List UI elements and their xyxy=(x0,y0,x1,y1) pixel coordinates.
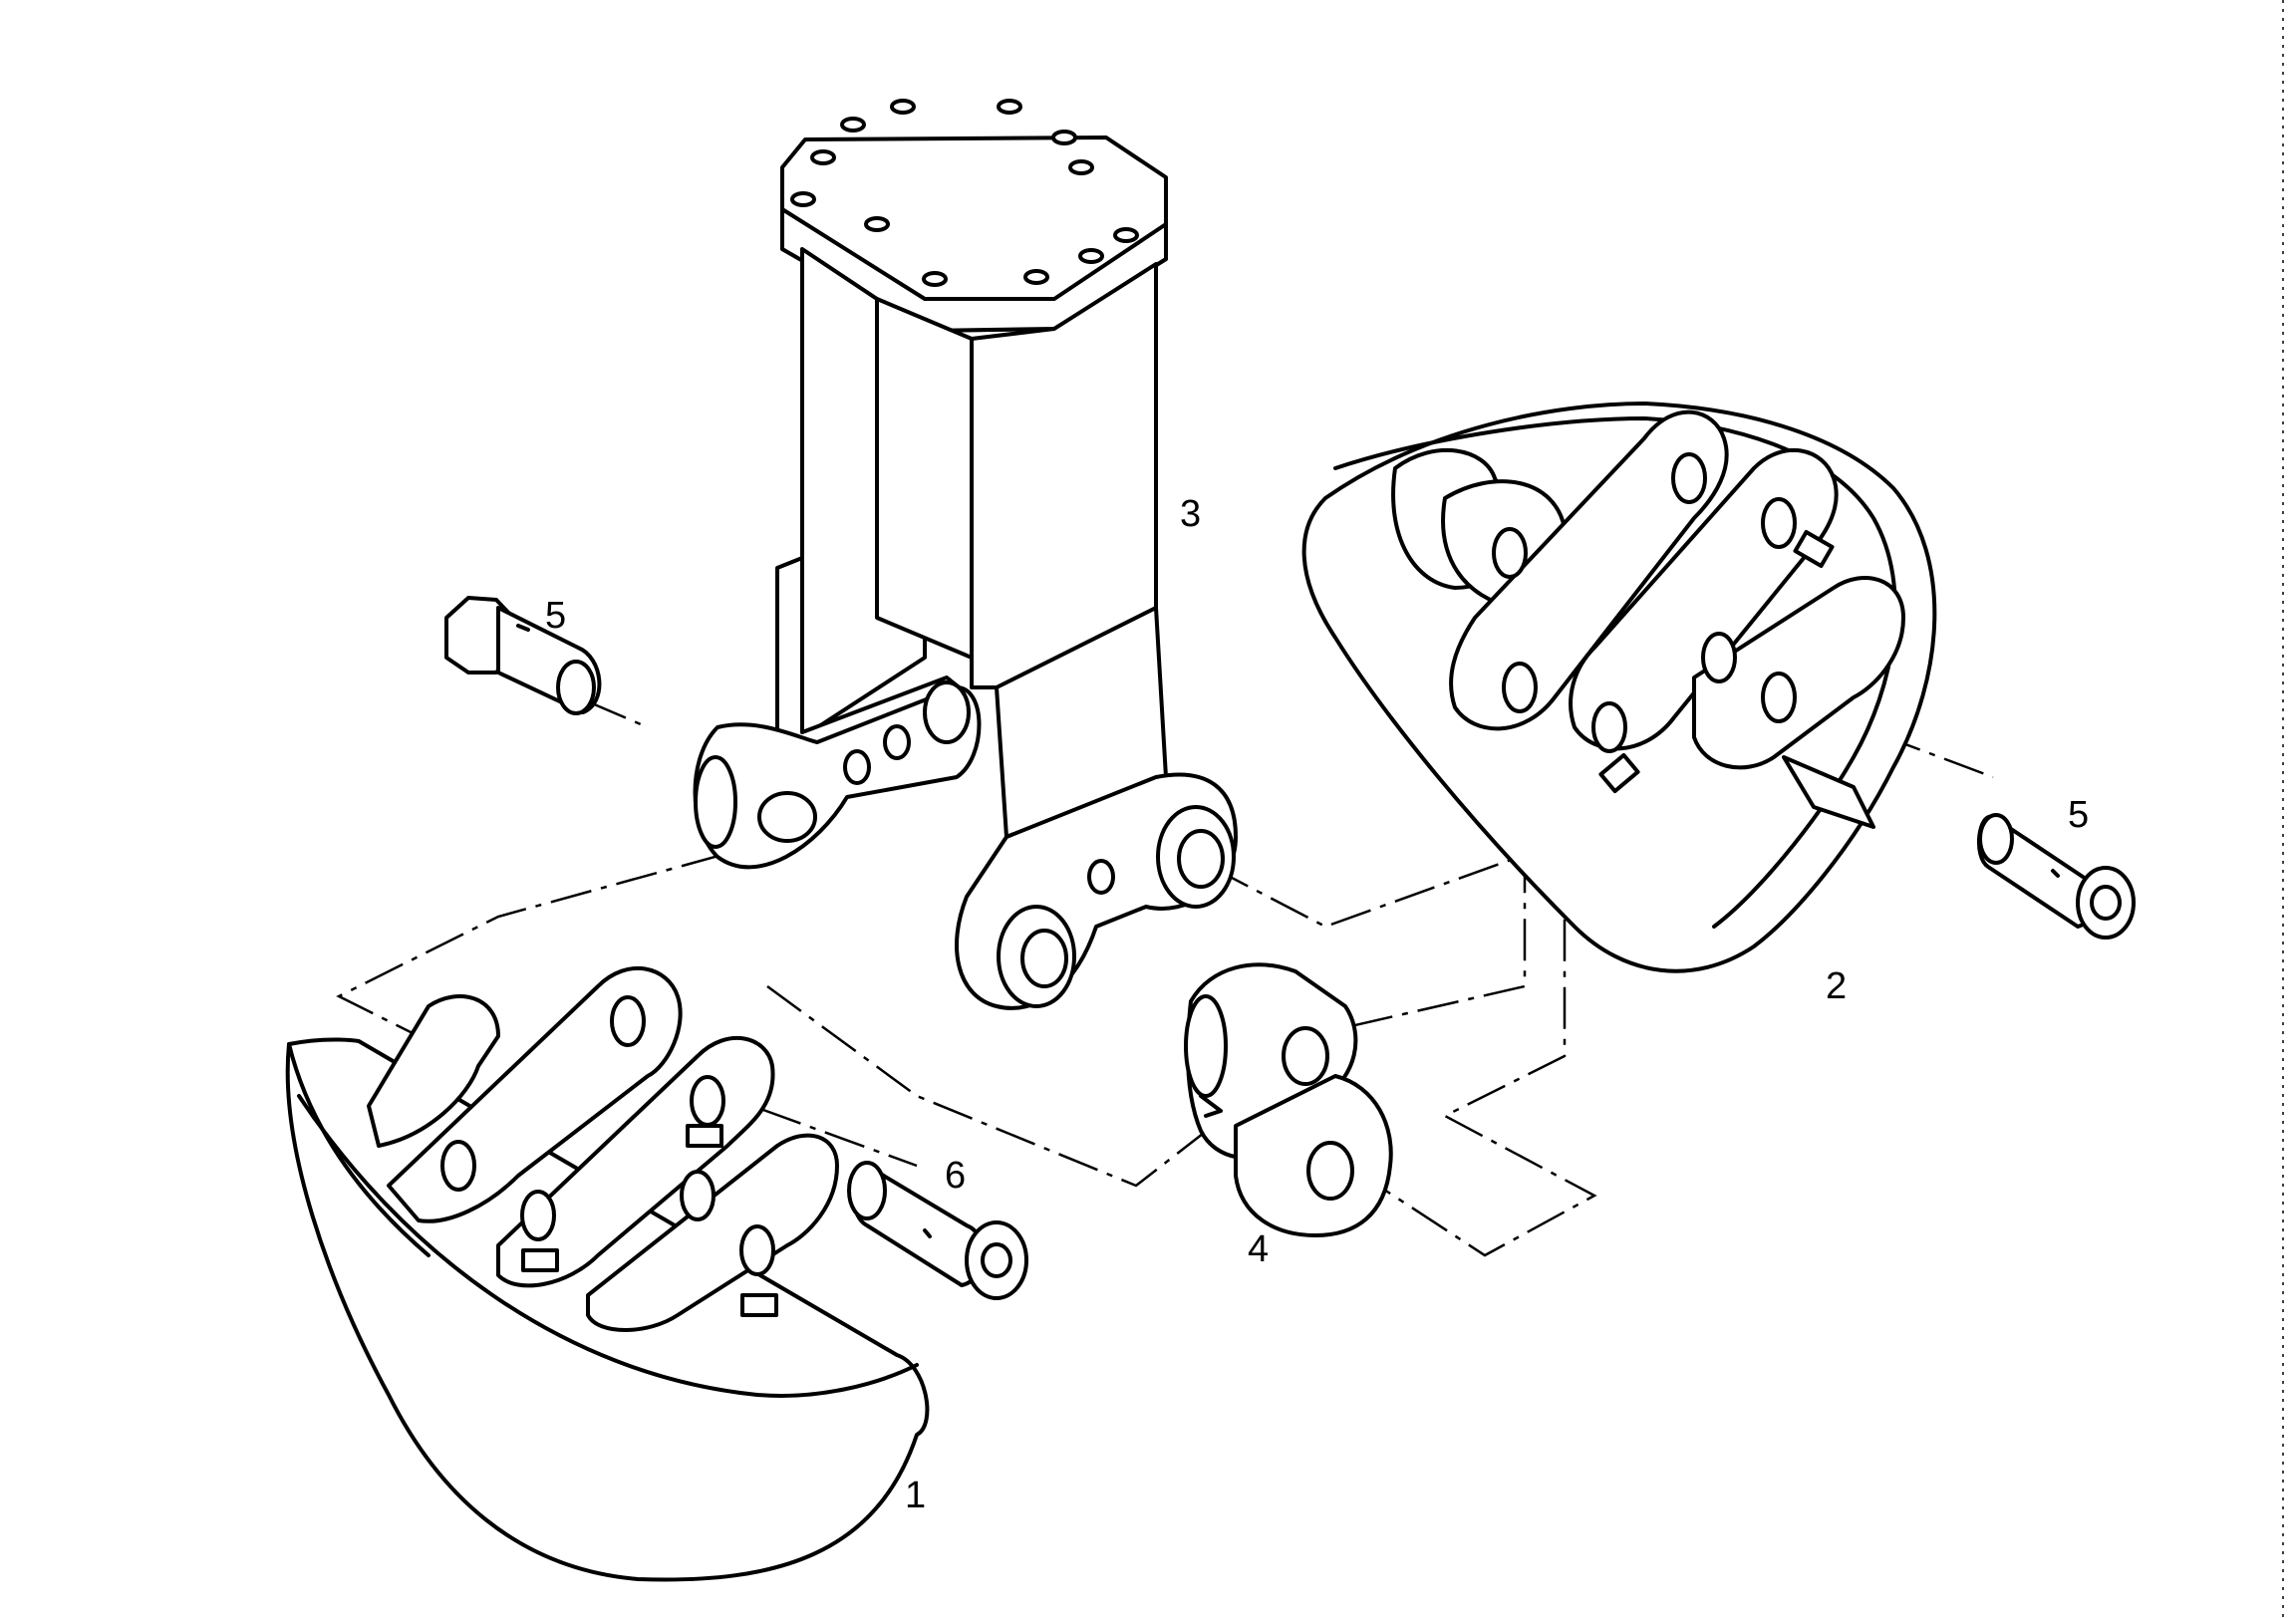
rear-stop-block-3 xyxy=(1782,755,1875,829)
rear-hole-6 xyxy=(1701,632,1737,683)
front-stop-block-3 xyxy=(740,1293,778,1317)
pin-right-head-inner xyxy=(2090,885,2122,921)
pin-right xyxy=(1976,813,2136,940)
front-hole-6 xyxy=(739,1224,775,1276)
callout-1: 1 xyxy=(905,1475,926,1516)
column-inner-web xyxy=(875,297,974,660)
front-hole-5 xyxy=(680,1170,716,1221)
centerline-pin5-right xyxy=(1753,685,1994,779)
callout-6: 6 xyxy=(945,1155,966,1197)
bucket-half-rear xyxy=(1301,402,1937,973)
rear-hole-2 xyxy=(1671,452,1707,504)
pin-left xyxy=(444,596,602,715)
centerline-bucket1-to-link xyxy=(766,984,1316,1188)
flange-bolt-holes xyxy=(790,99,1139,287)
callout-3: 3 xyxy=(1180,493,1201,535)
left-lug-bore xyxy=(757,791,817,843)
pin-left-end xyxy=(556,660,596,715)
callout-5-right: 5 xyxy=(2068,794,2089,836)
pin-front xyxy=(847,1161,1028,1300)
bucket-half-front xyxy=(285,966,930,1582)
front-link-plate-3 xyxy=(586,1133,839,1332)
rear-link-plate-1 xyxy=(1449,409,1729,731)
rear-hole-4 xyxy=(1502,662,1538,713)
callout-4: 4 xyxy=(1248,1228,1269,1270)
front-hole-3 xyxy=(440,1140,476,1192)
callout-2: 2 xyxy=(1826,965,1847,1007)
left-lug-hole-2 xyxy=(883,724,911,760)
front-stop-block-2 xyxy=(521,1248,559,1272)
pin-front-end xyxy=(847,1161,887,1220)
pin-left-mark xyxy=(516,624,530,632)
front-hole-2 xyxy=(690,1075,725,1127)
rear-hole-3 xyxy=(1761,497,1797,549)
centerline-link-to-bucket2 xyxy=(1354,697,1597,1257)
link-lower-bore xyxy=(1306,1141,1354,1201)
right-bushing-lower-bore xyxy=(1020,929,1068,988)
left-lug-hole-3 xyxy=(923,680,971,744)
link-notch xyxy=(1199,1094,1223,1118)
pin-front-head-inner xyxy=(981,1242,1012,1278)
front-stop-block-1 xyxy=(686,1124,723,1148)
callout-5-left: 5 xyxy=(545,595,566,637)
link-upper-bore xyxy=(1282,1026,1329,1086)
bucket-front-edge xyxy=(287,1042,430,1257)
pin-front-mark xyxy=(923,1228,932,1238)
front-hole-1 xyxy=(610,995,646,1047)
rear-link-plate-3 xyxy=(1692,576,1905,770)
centerline-bracket-to-bucket1 xyxy=(336,835,788,1058)
left-bushing-side xyxy=(694,755,737,849)
rear-stop-block-2 xyxy=(1598,752,1640,794)
rear-hole-5 xyxy=(1591,701,1627,753)
left-lug-hole-1 xyxy=(843,749,871,785)
right-lug-hole xyxy=(1087,859,1115,895)
rear-stop-block-1 xyxy=(1793,529,1835,569)
rear-hole-1 xyxy=(1492,527,1528,579)
link xyxy=(1184,962,1393,1237)
link-upper-side xyxy=(1184,994,1228,1098)
pin-right-mark xyxy=(2051,869,2060,878)
pin-right-end xyxy=(1978,813,2014,865)
bucket-front-rim xyxy=(297,1094,919,1398)
front-hole-4 xyxy=(520,1190,556,1241)
right-bushing-upper-bore xyxy=(1177,829,1225,889)
rear-hole-7 xyxy=(1761,672,1797,723)
front-lug-1 xyxy=(367,994,500,1148)
rotator-bracket xyxy=(693,99,1238,1010)
